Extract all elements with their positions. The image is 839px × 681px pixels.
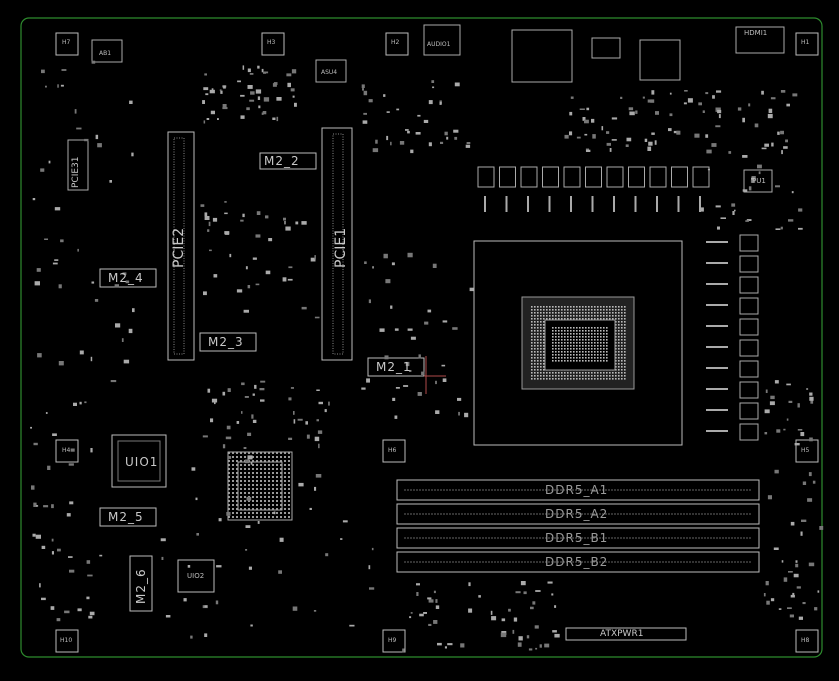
h1-label: H1 [801, 39, 810, 46]
small-chip [591, 37, 621, 59]
vrm-choke [671, 166, 688, 188]
m2-6-label: M2_6 [134, 568, 148, 604]
uio1-chip [111, 434, 167, 488]
vrm-choke [649, 166, 667, 188]
board-outline [20, 17, 823, 658]
pcie2-label: PCIE2 [171, 227, 187, 268]
mounting-hole [55, 629, 79, 653]
mounting-hole [795, 629, 819, 653]
m2-1-outline [367, 357, 425, 377]
vrm-choke [739, 234, 759, 252]
vrm-choke [585, 166, 602, 188]
vrm-choke [499, 166, 516, 188]
m2-4-outline [99, 268, 157, 288]
vrm-choke [739, 297, 759, 315]
vrm-choke [628, 166, 645, 188]
m2-1-label: M2_1 [376, 360, 412, 374]
vrm-choke [520, 166, 538, 188]
mounting-hole [261, 32, 285, 56]
pu1-chip [743, 169, 773, 193]
m2-2-label: M2_2 [264, 154, 300, 168]
uio2-label: UIO2 [187, 572, 205, 580]
vrm-choke [739, 276, 759, 294]
mounting-hole [55, 32, 79, 56]
vrm-top-row [477, 166, 710, 212]
cpu-socket [473, 240, 683, 446]
pcie31-label: PCIE31 [71, 156, 81, 188]
ab1-chip [91, 39, 123, 63]
h7-label: H7 [62, 39, 71, 46]
h6-label: H6 [388, 447, 397, 454]
atxpwr1-connector [565, 627, 687, 641]
ddr5-a1-label: DDR5_A1 [545, 483, 609, 497]
mounting-hole [795, 32, 819, 56]
m2-5-label: M2_5 [108, 510, 144, 524]
usb-chip [639, 39, 681, 81]
vrm-choke [739, 360, 759, 378]
m2-3-outline [199, 332, 257, 352]
h8-label: H8 [801, 637, 810, 644]
h5-label: H5 [801, 447, 810, 454]
m2-1-marker [424, 356, 446, 394]
vrm-choke [739, 402, 759, 420]
vrm-choke [739, 255, 759, 273]
m2-5-outline [99, 507, 157, 527]
vrm-choke [563, 166, 581, 188]
ddr5-slots [396, 479, 760, 573]
h3-label: H3 [267, 39, 276, 46]
m2-2-outline [259, 152, 317, 170]
ddr5-b1-label: DDR5_B1 [545, 531, 609, 545]
vrm-choke [739, 318, 759, 336]
h10-label: H10 [60, 637, 73, 644]
h4-label: H4 [62, 447, 71, 454]
vrm-choke [477, 166, 495, 188]
vrm-choke [692, 166, 710, 188]
mounting-hole [795, 439, 819, 463]
ddr5-b2-label: DDR5_B2 [545, 555, 609, 569]
ddr5-a2-label: DDR5_A2 [545, 507, 609, 521]
pcie1-label: PCIE1 [333, 227, 349, 268]
hdmi1-label: HDMI1 [744, 29, 768, 37]
ab1-label: AB1 [99, 50, 112, 57]
m2-6-outline [129, 555, 153, 612]
vrm-right-col [706, 234, 759, 441]
vrm-choke [542, 166, 559, 188]
pcie31-header [67, 139, 89, 191]
pcie1-slot [321, 127, 353, 361]
uio1-label: UIO1 [125, 455, 159, 469]
vrm-choke [739, 423, 759, 441]
vrm-choke [739, 381, 759, 399]
atxpwr1-label: ATXPWR1 [600, 629, 644, 639]
asu4-label: ASU4 [321, 69, 338, 76]
m2-4-label: M2_4 [108, 271, 144, 285]
mounting-hole [385, 32, 409, 56]
h2-label: H2 [391, 39, 400, 46]
audio1-label: AUDIO1 [427, 41, 451, 48]
h9-label: H9 [388, 637, 397, 644]
asu4-chip [315, 59, 347, 83]
audio-chip [423, 24, 461, 56]
vrm-choke [606, 166, 624, 188]
lan-chip [511, 29, 573, 83]
vrm-choke [739, 339, 759, 357]
mounting-hole [382, 439, 406, 463]
pch-chip [227, 451, 293, 521]
pcie2-slot [167, 131, 195, 361]
uio2-chip [177, 559, 215, 593]
m2-3-label: M2_3 [208, 335, 244, 349]
components [30, 60, 824, 653]
mounting-hole [55, 439, 79, 463]
mounting-hole [382, 629, 406, 653]
hdmi-connector [735, 26, 785, 54]
pu1-label: PU1 [752, 177, 766, 185]
